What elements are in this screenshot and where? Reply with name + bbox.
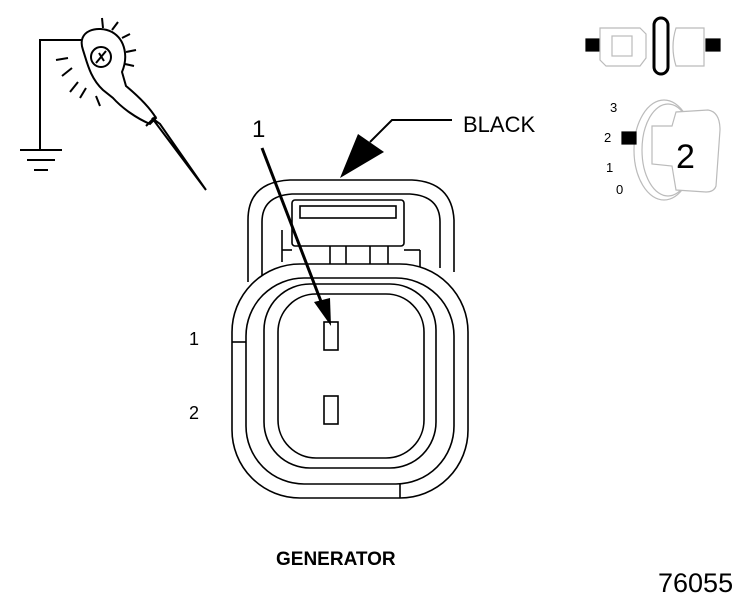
pin-1-cavity — [323, 321, 339, 351]
callout-number: 1 — [252, 116, 265, 143]
pin-2-label: 2 — [189, 403, 199, 423]
key-position-1: 1 — [606, 160, 613, 175]
key-selected-position: 2 — [676, 138, 695, 176]
ground-symbol-icon — [20, 149, 62, 171]
key-position-3: 3 — [610, 100, 617, 115]
figure-number: 76055 — [658, 568, 733, 598]
pin-2-cavity — [323, 395, 339, 425]
key-position-2: 2 — [604, 130, 611, 145]
connector-disconnected-icon — [585, 16, 721, 76]
ignition-key-position-icon — [621, 99, 721, 201]
pin-1-label: 1 — [189, 329, 199, 349]
wire-color-pointer — [340, 119, 452, 178]
component-title: GENERATOR — [276, 549, 396, 570]
key-position-0: 0 — [616, 182, 623, 197]
callout-arrow-pin-1 — [260, 147, 331, 326]
wire-color-label: BLACK — [463, 112, 535, 137]
generator-connector — [231, 179, 469, 499]
test-lamp-probe-icon — [20, 17, 207, 191]
